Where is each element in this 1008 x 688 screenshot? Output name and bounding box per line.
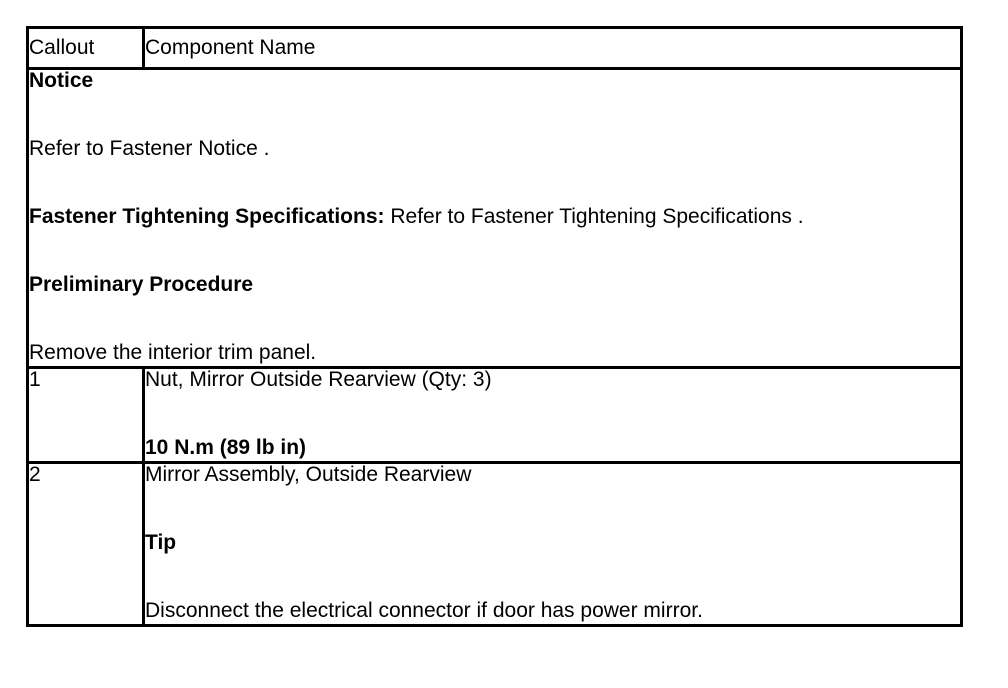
fastener-tightening-spec-text: Refer to Fastener Tightening Specificati… [384, 205, 804, 228]
preliminary-procedure-heading: Preliminary Procedure [29, 273, 254, 296]
table-row: 2 Mirror Assembly, Outside Rearview Tip … [26, 461, 963, 627]
fastener-tightening-spec-line: Fastener Tightening Specifications: Refe… [29, 206, 960, 228]
torque-spec-1: 10 N.m (89 lb in) [145, 436, 307, 459]
component-description-2: Mirror Assembly, Outside Rearview Tip Di… [142, 461, 963, 627]
preliminary-procedure-text: Remove the interior trim panel. [29, 341, 317, 364]
callout-number-1: 1 [26, 366, 145, 464]
tip-text-2: Disconnect the electrical connector if d… [145, 599, 703, 622]
column-header-component-name: Component Name [142, 26, 963, 70]
callout-component-table: Callout Component Name Notice Refer to F… [26, 26, 963, 627]
notice-block-cell: Notice Refer to Fastener Notice . Fasten… [26, 67, 963, 369]
table-header-row: Callout Component Name [26, 26, 963, 70]
notice-block-row: Notice Refer to Fastener Notice . Fasten… [26, 67, 963, 369]
column-header-callout: Callout [26, 26, 145, 70]
callout-number-2: 2 [26, 461, 145, 627]
table-row: 1 Nut, Mirror Outside Rearview (Qty: 3) … [26, 366, 963, 464]
notice-heading: Notice [29, 69, 94, 92]
component-name-2: Mirror Assembly, Outside Rearview [145, 463, 472, 486]
fastener-notice-text: Refer to Fastener Notice . [29, 137, 270, 160]
component-name-1: Nut, Mirror Outside Rearview (Qty: 3) [145, 368, 492, 391]
fastener-tightening-spec-label: Fastener Tightening Specifications: [29, 205, 385, 228]
tip-heading-2: Tip [145, 531, 177, 554]
component-description-1: Nut, Mirror Outside Rearview (Qty: 3) 10… [142, 366, 963, 464]
